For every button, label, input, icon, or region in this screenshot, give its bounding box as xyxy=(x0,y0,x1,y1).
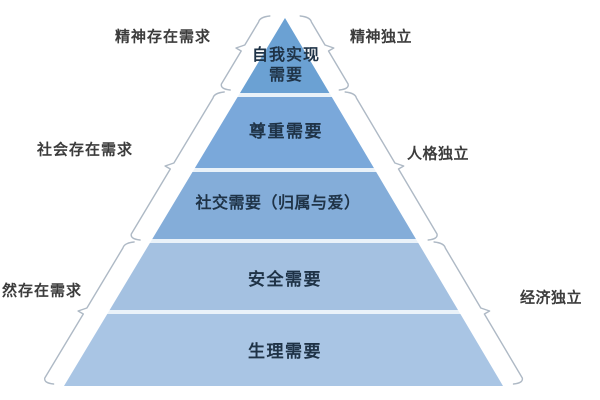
pyramid-level-3-label: 社交需要（归属与爱） xyxy=(195,195,361,212)
pyramid-level-1-label: 自我实现 需要 xyxy=(251,47,321,84)
annotation-right-economic-independence: 经济独立 xyxy=(519,289,583,307)
annotation-left-social: 社会存在需求 xyxy=(36,141,134,159)
pyramid-level-2-shape xyxy=(194,97,374,168)
pyramid-level-5-label: 生理需要 xyxy=(248,342,322,361)
pyramid-level-1-shape xyxy=(240,18,330,93)
annotation-right-spiritual-independence: 精神独立 xyxy=(349,28,413,46)
brace-right-bottom xyxy=(433,241,524,385)
brace-left-top xyxy=(220,15,271,91)
pyramid-level-3-shape xyxy=(152,172,416,239)
pyramid-level-4-shape xyxy=(109,243,458,310)
brace-right-top xyxy=(299,15,349,91)
brace-left-middle xyxy=(130,91,225,241)
annotation-left-natural: 然存在需求 xyxy=(2,282,83,300)
pyramid-level-4-label: 安全需要 xyxy=(248,270,322,289)
brace-left-bottom xyxy=(43,241,135,385)
annotation-right-personality-independence: 人格独立 xyxy=(406,145,470,163)
brace-right-middle xyxy=(344,91,438,241)
brace-group xyxy=(43,15,524,385)
pyramid-level-2-label: 尊重需要 xyxy=(249,122,323,141)
annotation-left-spiritual: 精神存在需求 xyxy=(114,28,212,46)
pyramid-level-5-shape xyxy=(64,314,503,386)
